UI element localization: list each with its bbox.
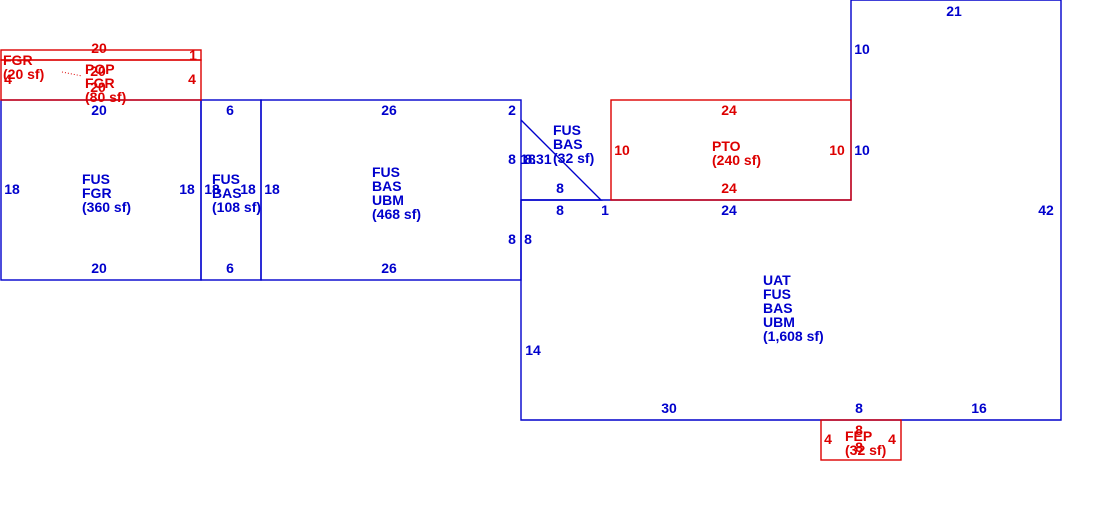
dim-pop-right: 4	[188, 71, 196, 87]
dim-tower-top: 21	[946, 3, 962, 19]
dim-uat-bottom-mid: 8	[855, 400, 863, 416]
dim-pop-inner-width-2: 20	[90, 79, 106, 95]
fgr-top-label: FGR (20 sf)	[3, 52, 44, 82]
dim-fgr-main-top: 20	[91, 102, 107, 118]
dim-ubm-center-right-lower: 8	[508, 231, 516, 247]
dim-under-pto: 24	[721, 202, 737, 218]
dim-pto-bottom: 24	[721, 180, 737, 196]
dim-fep-left: 4	[824, 431, 832, 447]
dim-step-bottom: 8	[556, 202, 564, 218]
dim-triangle-bottom: 8	[556, 180, 564, 196]
dim-bas-small-right: 18	[240, 181, 256, 197]
dim-ubm-center-left: 18	[264, 181, 280, 197]
dim-triangle-left: 18	[520, 151, 536, 167]
dim-pop-left: 4	[4, 71, 12, 87]
dim-pto-left: 10	[614, 142, 630, 158]
uat-main-label: UAT FUS BAS UBM (1,608 sf)	[763, 272, 824, 344]
pto-label: PTO (240 sf)	[712, 138, 761, 168]
dim-fgr-top-width: 20	[91, 40, 107, 56]
dim-uat-left: 14	[525, 342, 541, 358]
dim-bas-small-bottom: 6	[226, 260, 234, 276]
dim-bas-small-top: 6	[226, 102, 234, 118]
dim-fgr-main-bottom: 20	[91, 260, 107, 276]
dim-fep-right: 4	[888, 431, 896, 447]
pop-area	[0, 59, 202, 101]
dim-step-left-lower: 8	[524, 231, 532, 247]
fgr-main-label: FUS FGR (360 sf)	[82, 171, 131, 215]
dim-ubm-center-top: 26	[381, 102, 397, 118]
ubm-center-area	[260, 99, 522, 281]
pop-leader-line	[61, 71, 83, 77]
dim-ubm-center-bottom: 26	[381, 260, 397, 276]
dim-tower-left-lower: 10	[854, 142, 870, 158]
dim-right-side: 42	[1038, 202, 1054, 218]
dim-pto-right: 10	[829, 142, 845, 158]
dim-fep-inner: 8	[855, 439, 863, 455]
fep-label: FEP (32 sf)	[845, 428, 886, 458]
dim-bas-small-left: 18	[204, 181, 220, 197]
dim-fgr-top-right: 1	[189, 47, 197, 63]
dim-uat-bottom-left: 30	[661, 400, 677, 416]
pop-label: POP FGR (80 sf)	[85, 61, 126, 105]
dim-triangle-hyp: 8.31	[524, 151, 551, 167]
dim-tower-left-upper: 10	[854, 41, 870, 57]
bas-small-label: FUS BAS (108 sf)	[212, 171, 261, 215]
dim-step-short: 1	[601, 202, 609, 218]
dim-fgr-main-left: 18	[4, 181, 20, 197]
dim-pop-inner-width: 20	[90, 63, 106, 79]
ubm-center-label: FUS BAS UBM (468 sf)	[372, 164, 421, 222]
dim-uat-bottom-right: 16	[971, 400, 987, 416]
dim-fgr-main-right: 18	[179, 181, 195, 197]
dim-ubm-center-right-upper: 8	[508, 151, 516, 167]
dim-ubm-center-top-right: 2	[508, 102, 516, 118]
fep-area	[820, 419, 902, 461]
dim-fep-top: 8	[855, 422, 863, 438]
bas-triangle-label: FUS BAS (32 sf)	[553, 122, 594, 166]
pto-area	[610, 99, 852, 201]
dim-pto-top: 24	[721, 102, 737, 118]
